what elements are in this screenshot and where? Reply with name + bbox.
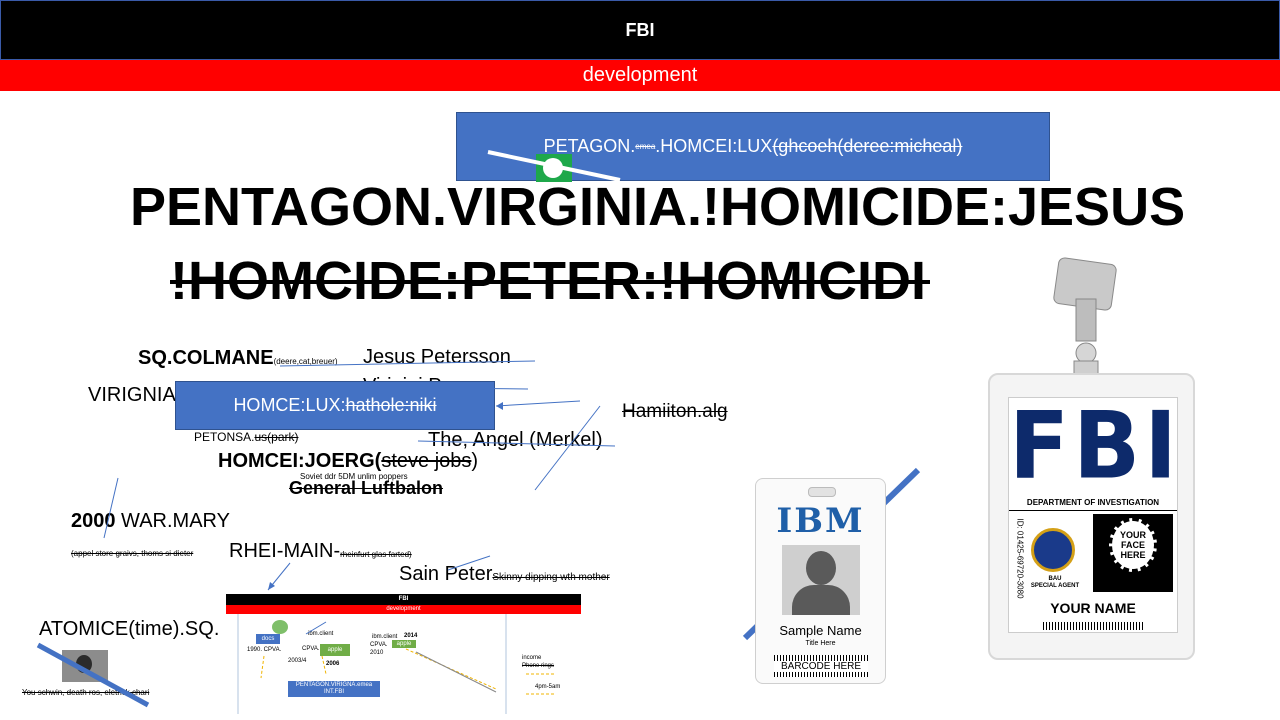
homcei-joerg-label: HOMCEI:JOERG(steve jobs) — [218, 450, 478, 473]
thumb-lines — [237, 614, 556, 714]
soviet-label: Soviet ddr 5DM unlim poppers — [300, 472, 408, 481]
sq-colmane-label: SQ.COLMANE(deere,cat,breuer) — [138, 347, 338, 370]
headline-2-strike — [170, 280, 930, 284]
fbi-seal-icon — [1031, 528, 1075, 572]
homcei-joerg-text: HOMCEI:JOERG( — [218, 450, 382, 472]
portrait-thumbnail — [62, 650, 108, 682]
petagon-struck: (ghcoeh(deree:micheal) — [772, 136, 963, 156]
fbi-bau: BAU — [1048, 576, 1062, 582]
fbi-id: ID: 01425-69720-3080 — [1015, 518, 1025, 599]
fbi-dept: DEPARTMENT OF INVESTIGATION — [1026, 498, 1160, 507]
thumb-docs: docs — [256, 634, 280, 644]
homce-lux-box[interactable]: HOMCE:LUX: hathole:niki — [175, 381, 495, 430]
sq-colmane-text: SQ.COLMANE — [138, 347, 274, 369]
petonsa-struck: us(park) — [254, 430, 299, 444]
thumb-income: income — [522, 655, 542, 661]
badge-clip — [1053, 257, 1117, 378]
homce-struck: hathole:niki — [345, 395, 437, 415]
fbi-name: YOUR NAME — [1050, 600, 1136, 616]
fbi-face-area: YOUR FACE HERE — [1093, 514, 1173, 592]
steve-close: ) — [471, 450, 479, 472]
subtitle-text: development — [582, 64, 698, 86]
ibm-photo — [782, 545, 860, 615]
fbi-logo: FBI — [1009, 391, 1181, 500]
virignia-label: VIRIGNIA — [88, 384, 176, 406]
fbi-agent: SPECIAL AGENT — [1030, 583, 1080, 589]
thumb-2006: 2006 — [326, 661, 340, 667]
war-mary-text: WAR.MARY — [115, 510, 230, 532]
year-2000: 2000 — [71, 510, 116, 532]
ibm-badge-slot — [808, 487, 836, 497]
title-bar: FBI — [0, 0, 1280, 60]
thumb-cpva2: CPVA. — [370, 642, 388, 648]
schwin-label: You schwin, death ros, eletrick chari — [22, 688, 150, 697]
thumb-1990: 1990. CPVA. — [247, 647, 282, 653]
thumb-2014: 2014 — [404, 633, 418, 639]
headline-1: PENTAGON.VIRGINIA.!HOMICIDE:JESUS — [130, 177, 1186, 237]
fbi-card: FBI DEPARTMENT OF INVESTIGATION ID: 0142… — [1008, 391, 1181, 633]
thumb-intfbi-text: INT.FBI — [323, 689, 344, 695]
petagon-middle: .HOMCEI:LUX — [655, 136, 773, 156]
fbi-barcode — [1043, 622, 1143, 630]
rhei-main-label: RHEI-MAIN-rheinfurt glas farted) — [229, 540, 412, 563]
thumb-cpva1: CPVA. — [302, 646, 320, 652]
atomice-label: ATOMICE(time).SQ. — [39, 618, 220, 640]
skinny-text: Skinny dipping wth mother — [492, 572, 610, 583]
ibm-barcode: BARCODE HERE — [774, 655, 868, 677]
war-mary-label: 2000 WAR.MARY — [71, 510, 230, 533]
general-label: General Luftbalon — [289, 478, 444, 498]
ibm-barcode-text: BARCODE HERE — [774, 661, 868, 672]
sain-peter-label: Sain PeterSkinny dipping wth mother — [399, 563, 610, 586]
title-text: FBI — [625, 19, 655, 40]
thumb-apple1: apple — [320, 644, 350, 656]
appel-label: (appel store graivs, thoms si dieter — [71, 549, 194, 558]
thumb-pentagon-box: PENTAGON.VIRIGNA.emea INT.FBI — [288, 681, 380, 697]
rheinfurt-text: rheinfurt glas farted) — [340, 550, 412, 559]
sq-colmane-small: (deere,cat,breuer) — [273, 357, 338, 366]
thumb-apple2: apple — [392, 640, 416, 648]
thumb-phone: Phone rings — [522, 663, 555, 669]
petonsa-label: PETONSA.us(park) — [194, 430, 298, 444]
ibm-name: Sample Name — [779, 623, 862, 638]
steve-text: steve jobs — [381, 450, 472, 472]
subtitle-bar: development — [0, 60, 1280, 91]
ibm-badge: IBM Sample Name Title Here BARCODE HERE — [755, 478, 886, 684]
thumb-ibm1: ibm.client — [308, 631, 334, 637]
rhei-text: RHEI-MAIN- — [229, 540, 341, 562]
jesus-label: Jesus Petersson — [363, 346, 511, 368]
thumb-globe-icon — [272, 620, 288, 634]
thumb-title: FBI — [226, 594, 581, 605]
ibm-title: Title Here — [805, 640, 836, 647]
ibm-logo: IBM — [776, 501, 865, 541]
thumb-2010: 2010 — [370, 650, 384, 656]
thumb-pentagon-text: PENTAGON.VIRIGNA.emea — [295, 682, 373, 688]
petagon-small: emea — [635, 142, 656, 151]
fbi-badge: FBI DEPARTMENT OF INVESTIGATION ID: 0142… — [988, 373, 1195, 660]
hamilton-label: Hamiiton.alg — [622, 401, 728, 422]
thumb-2003: 2003/4 — [288, 658, 307, 664]
thumb-subtitle: development — [226, 605, 581, 614]
thumb-ibm2: ibm.client — [372, 634, 398, 640]
petonsa-text: PETONSA. — [194, 430, 255, 444]
sain-text: Sain Peter — [399, 563, 493, 585]
fbi-face-text: YOUR FACE HERE — [1109, 518, 1157, 572]
homce-prefix: HOMCE:LUX: — [233, 395, 346, 415]
slide-thumbnail[interactable]: FBI development docs 1990. CPVA. ibm.cli… — [226, 594, 581, 714]
headline-2-clip: !HOMCIDE:PETER:!HOMICIDI — [170, 250, 930, 310]
angel-label: The, Angel (Merkel) — [428, 429, 603, 451]
thumb-pm: 4pm-5am — [535, 684, 561, 690]
